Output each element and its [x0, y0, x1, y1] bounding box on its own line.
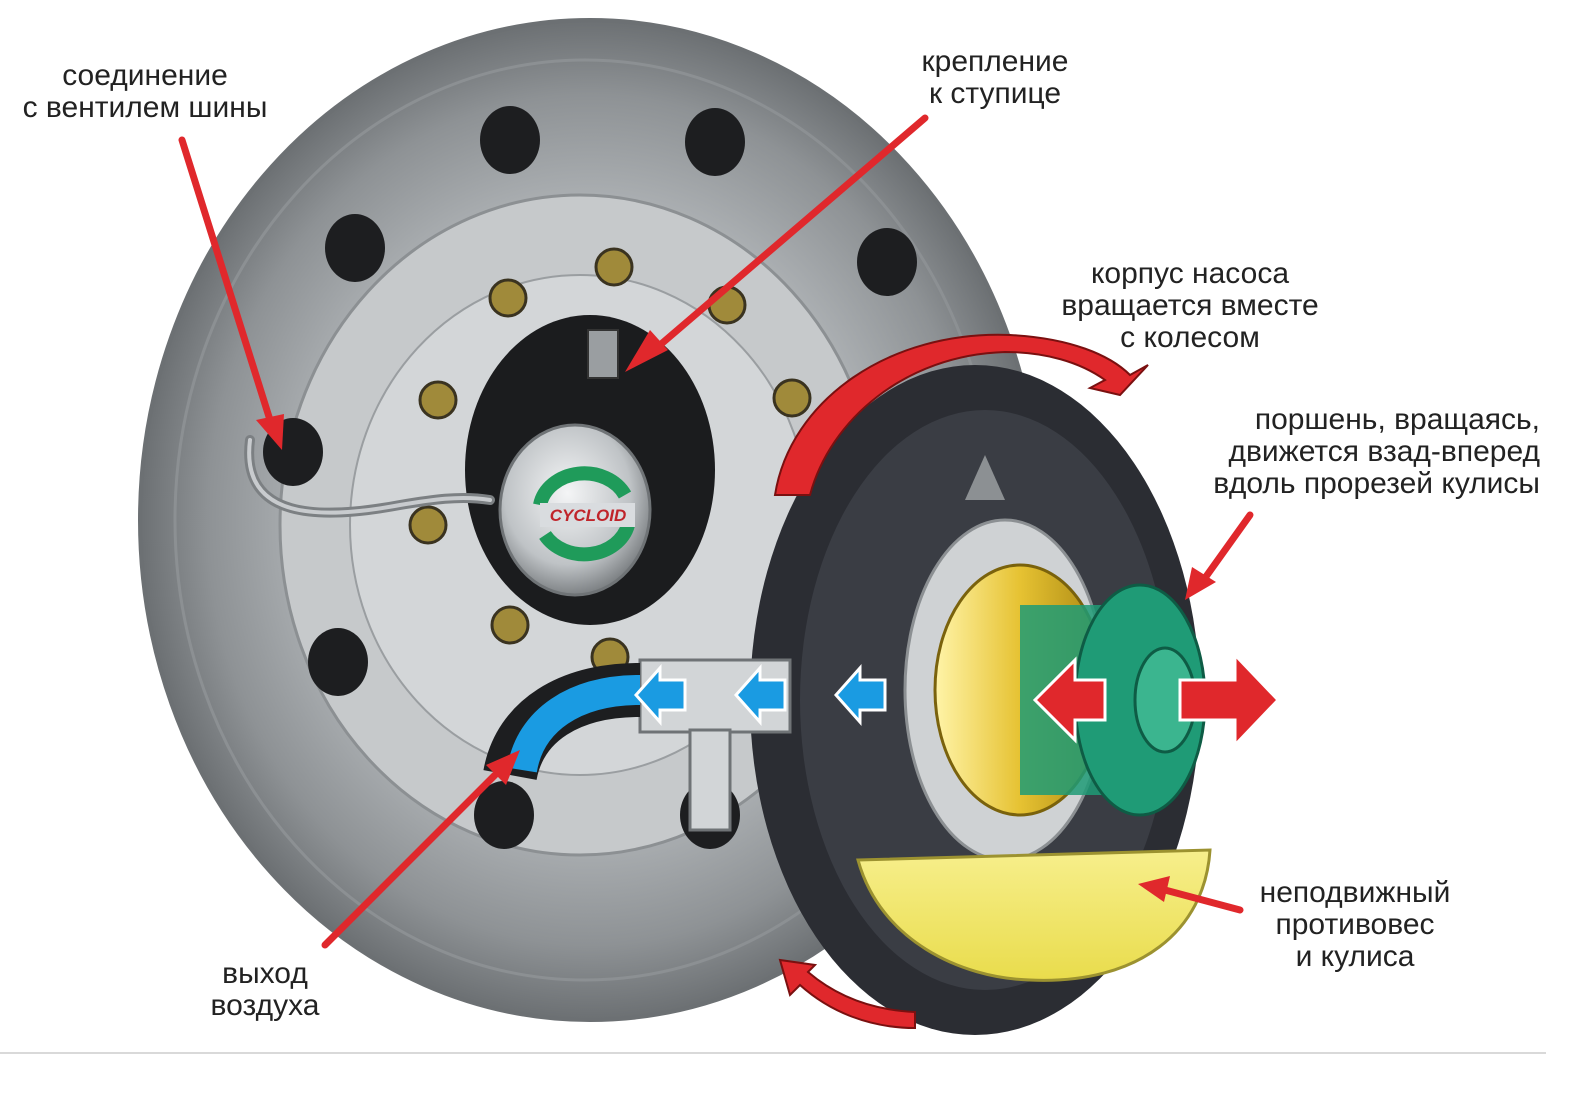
label-line: выход: [222, 957, 308, 990]
bottom-divider: [0, 1052, 1546, 1054]
label-line: неподвижный: [1259, 876, 1451, 909]
label-line: к ступице: [928, 77, 1062, 110]
hubcap-logo: CYCLOID: [533, 466, 635, 562]
label-line: противовес: [1275, 908, 1435, 941]
label-pump-housing: корпус насоса вращается вместе с колесом: [1030, 258, 1350, 354]
label-line: с вентилем шины: [22, 91, 268, 124]
counterweight: [856, 848, 1212, 982]
label-line: соединение: [62, 59, 228, 92]
label-piston: поршень, вращаясь, движется взад-вперед …: [1150, 404, 1540, 500]
label-line: вращается вместе: [1061, 289, 1319, 322]
air-flow-arrows: [633, 664, 887, 726]
label-tire-valve-connection: соединение с вентилем шины: [0, 60, 290, 124]
label-air-outlet: выход воздуха: [190, 958, 340, 1022]
label-line: движется взад-вперед: [1228, 435, 1540, 468]
pointer-lines: [178, 114, 1254, 949]
label-hub-mount: крепление к ступице: [880, 46, 1110, 110]
piston-motion-arrows: [1032, 651, 1281, 749]
hubcap-logo-text: CYCLOID: [550, 506, 627, 525]
label-line: с колесом: [1120, 321, 1260, 354]
label-line: воздуха: [210, 989, 320, 1022]
label-line: корпус насоса: [1090, 257, 1290, 290]
label-counterweight: неподвижный противовес и кулиса: [1230, 877, 1480, 973]
label-line: и кулиса: [1295, 940, 1415, 973]
label-line: крепление: [921, 45, 1069, 78]
label-line: вдоль прорезей кулисы: [1213, 467, 1540, 500]
label-line: поршень, вращаясь,: [1254, 403, 1540, 436]
rotation-arrows: [773, 333, 1149, 1030]
